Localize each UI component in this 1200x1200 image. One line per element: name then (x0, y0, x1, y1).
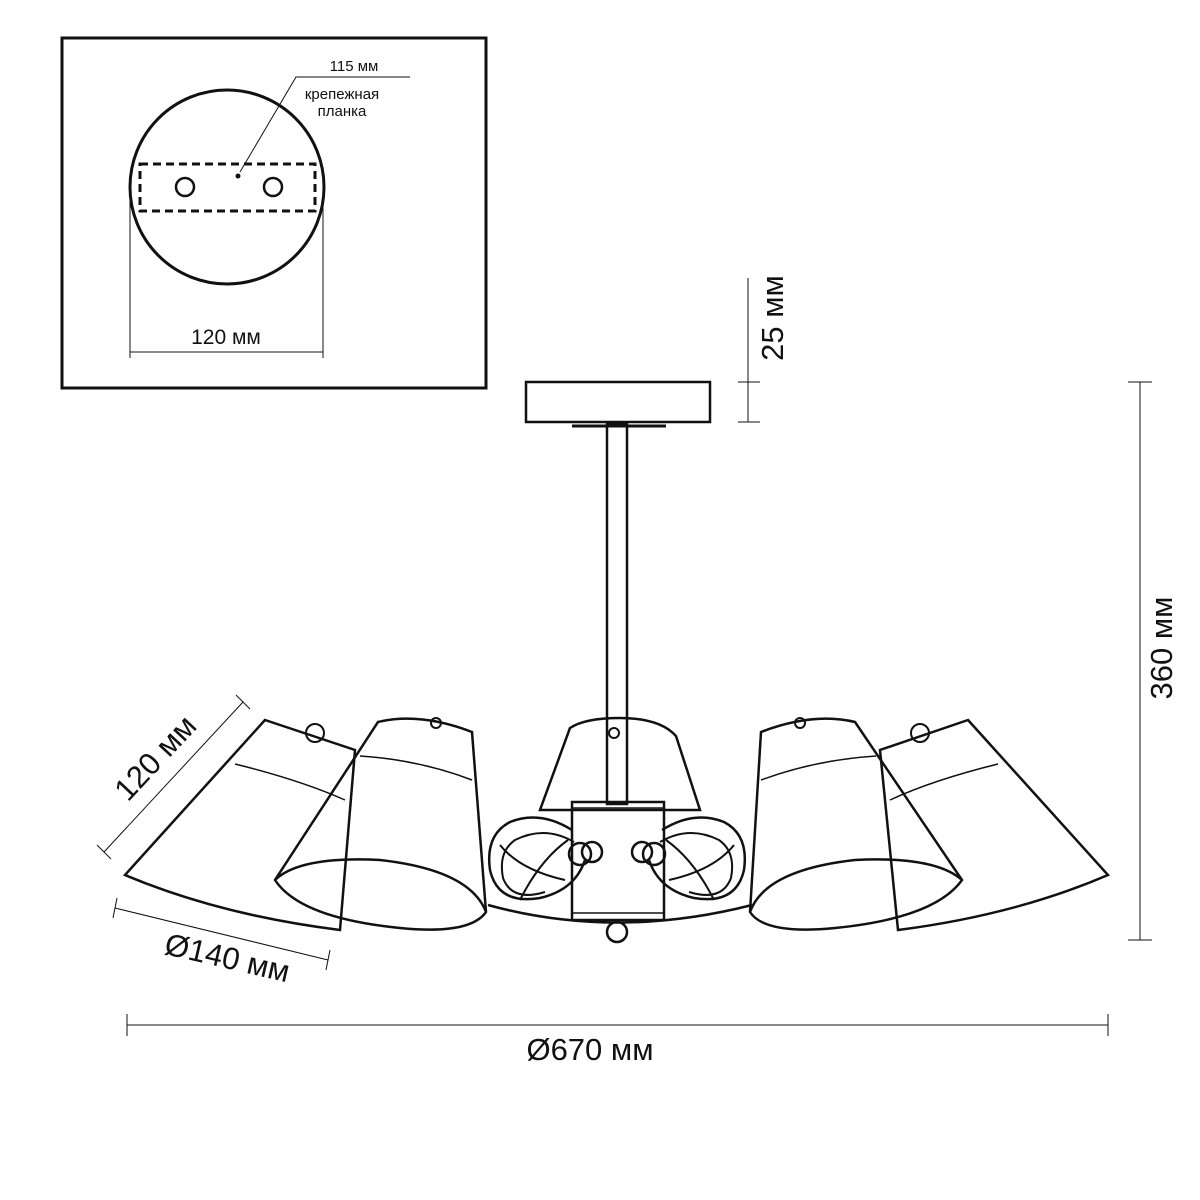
ring-right-2 (641, 841, 667, 867)
bottom-finial (605, 920, 629, 944)
shade-far-left (122, 718, 357, 932)
chandelier-body (487, 716, 753, 944)
shade-front-right (748, 717, 964, 931)
mounting-plate (138, 162, 317, 213)
total-height-dimension: 360 мм (1128, 381, 1179, 941)
shade-height-dimension: 120 мм (96, 694, 251, 860)
plate-length-label: 115 мм (330, 58, 379, 75)
ring-left-2 (580, 840, 604, 864)
ring-right-1 (630, 840, 654, 864)
shade-height-label: 120 мм (107, 708, 203, 807)
arm-right-cross (665, 839, 735, 901)
canopy-diameter-label: 120 мм (191, 326, 261, 349)
arm-left-upper (487, 816, 587, 901)
arm-right-lower (659, 831, 734, 896)
plate-label-line2: планка (318, 103, 367, 120)
arm-left-cross (499, 839, 569, 901)
total-diameter-dimension: Ø670 мм (126, 1014, 1109, 1067)
canopy-height-dimension: 25 мм (738, 275, 790, 423)
total-diameter-label: Ø670 мм (526, 1032, 653, 1067)
arm-right-upper (647, 816, 747, 901)
mounting-inset: 115 мм крепежная планка 120 мм (60, 36, 488, 390)
plate-leader-line (239, 76, 410, 173)
rod (605, 422, 629, 806)
arm-left-lower (500, 831, 575, 896)
mounting-hole-left (174, 176, 196, 198)
shade-diameter-dimension: Ø140 мм (112, 897, 331, 989)
shade-front-left (273, 717, 488, 931)
ring-left-1 (567, 841, 593, 867)
total-height-label: 360 мм (1144, 597, 1179, 700)
plate-label-line1: крепежная (305, 86, 379, 103)
shade-far-right (878, 718, 1111, 932)
plate-center-dot (235, 173, 241, 179)
canopy-circle (128, 88, 326, 286)
canopy-and-rod (524, 380, 712, 806)
rear-center-shade (538, 716, 702, 812)
canopy-height-label: 25 мм (755, 275, 790, 361)
mounting-hole-right (262, 176, 284, 198)
canopy-side-view (524, 380, 712, 424)
inset-frame (60, 36, 488, 390)
